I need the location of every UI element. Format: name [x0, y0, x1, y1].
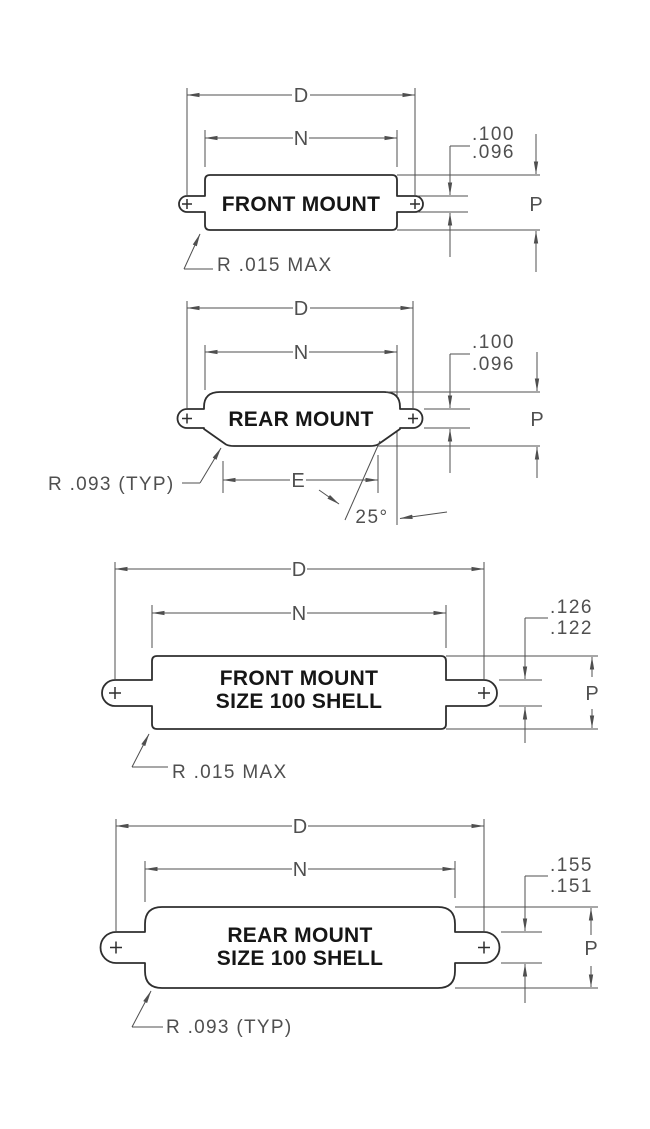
cutout-subtitle: SIZE 100 SHELL	[217, 947, 383, 970]
slot-width-lower-limit: .096	[472, 142, 515, 163]
radius-callout: R .015 MAX	[172, 762, 287, 783]
screw-slot-center-cross	[182, 413, 192, 424]
slot-width-dim-group: .100 .096	[424, 332, 515, 473]
cutout-title: FRONT MOUNT	[220, 667, 378, 690]
rear-mount-100-cutout-outline	[99, 906, 501, 989]
dim-D-label: D	[294, 298, 308, 320]
dim-P-label: P	[585, 683, 598, 705]
leader-line	[183, 233, 201, 270]
dim-N-label: N	[294, 342, 308, 364]
radius-callout: R .093 (TYP)	[166, 1017, 292, 1038]
slot-width-dim-group: .155 .151	[501, 855, 593, 1003]
dim-P-group: P	[378, 352, 544, 478]
dim-P-group: P	[397, 134, 543, 272]
dim-D-label: D	[294, 85, 308, 107]
dim-N-label: N	[293, 859, 307, 881]
slot-width-lower-limit: .096	[472, 354, 515, 375]
cutout-title: REAR MOUNT	[228, 408, 373, 431]
dim-D-group: D	[186, 298, 414, 408]
leader-line	[131, 733, 150, 768]
dim-P-label: P	[529, 194, 542, 216]
screw-slot-center-cross	[408, 413, 418, 424]
chamfer-angle-group: 25°	[318, 440, 448, 528]
radius-callout: R .015 MAX	[217, 255, 332, 276]
dim-N-group: N	[204, 342, 398, 390]
cutout-subtitle: SIZE 100 SHELL	[216, 690, 382, 713]
dim-N-group: N	[144, 859, 456, 902]
dim-N-label: N	[292, 603, 306, 625]
extension-line	[344, 440, 381, 521]
radius-callout-group: R .093 (TYP)	[48, 447, 222, 495]
dim-N-group: N	[204, 128, 398, 167]
rear-mount-size-100-diagram: D N .155 .151 P R .093 (T	[99, 816, 598, 1038]
cutout-title: REAR MOUNT	[227, 924, 372, 947]
screw-slot-center-cross	[410, 199, 420, 209]
slot-width-dim-group: .126 .122	[499, 597, 593, 743]
dim-N-group: N	[151, 603, 447, 648]
leader-line	[318, 489, 340, 505]
dim-E-label: E	[291, 470, 304, 492]
leader-line	[131, 990, 152, 1028]
leader-line	[399, 511, 448, 519]
front-mount-diagram: D N .100 .096 P R .015 MA	[178, 85, 543, 276]
dim-P-label: P	[530, 409, 543, 431]
front-mount-100-cutout-outline	[101, 655, 498, 730]
radius-callout-group: R .093 (TYP)	[131, 990, 292, 1038]
screw-slot-center-cross	[478, 687, 490, 699]
slot-width-lower-limit: .151	[550, 876, 593, 897]
slot-width-lower-limit: .122	[550, 618, 593, 639]
dim-D-group: D	[115, 816, 485, 931]
front-mount-cutout-outline	[178, 174, 424, 231]
slot-width-upper-limit: .155	[550, 855, 593, 876]
dim-D-label: D	[293, 816, 307, 838]
dim-P-label: P	[584, 938, 597, 960]
dim-D-group: D	[186, 85, 416, 195]
rear-mount-cutout-outline	[176, 391, 424, 447]
front-mount-size-100-diagram: D N .126 .122 P R .015 MA	[101, 559, 599, 783]
rear-mount-diagram: D N .100 .096 P E	[48, 298, 544, 528]
angle-label: 25°	[355, 507, 388, 528]
dim-P-group: P	[446, 655, 599, 730]
screw-slot-center-cross	[109, 687, 121, 699]
screw-slot-center-cross	[110, 941, 122, 954]
screw-slot-center-cross	[182, 199, 192, 209]
dim-D-group: D	[114, 559, 485, 679]
dim-N-label: N	[294, 128, 308, 150]
dim-P-group: P	[455, 906, 598, 989]
cutout-title: FRONT MOUNT	[222, 193, 380, 216]
slot-width-upper-limit: .126	[550, 597, 593, 618]
dim-D-label: D	[292, 559, 306, 581]
radius-callout-group: R .015 MAX	[183, 233, 332, 276]
radius-callout: R .093 (TYP)	[48, 474, 174, 495]
radius-callout-group: R .015 MAX	[131, 733, 287, 783]
dim-E-group: E	[222, 455, 379, 493]
slot-width-dim-group: .100 .096	[418, 124, 515, 257]
leader-line	[199, 447, 222, 484]
screw-slot-center-cross	[478, 941, 490, 954]
slot-width-upper-limit: .100	[472, 332, 515, 353]
slot-width-upper-limit: .100	[472, 124, 515, 145]
